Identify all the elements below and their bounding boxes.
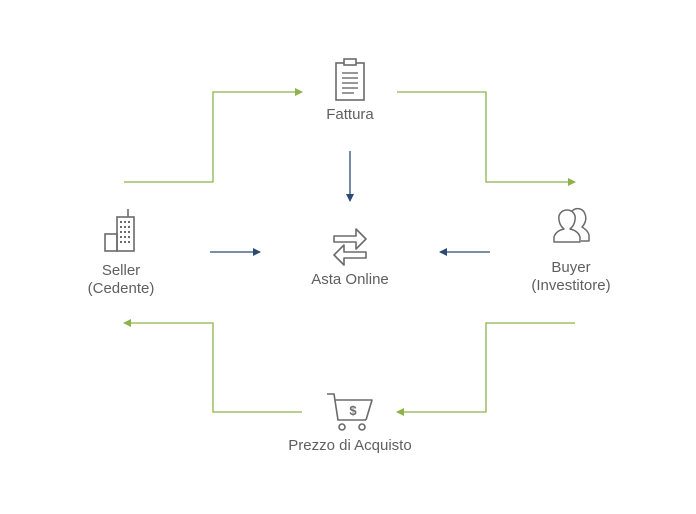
clipboard-icon (335, 58, 365, 101)
buyer-label-line2: (Investitore) (531, 277, 611, 294)
building-icon (104, 209, 135, 252)
node-label-seller: Seller (Cedente) (71, 262, 171, 298)
cart-dollar-icon: $ (327, 393, 373, 431)
seller-label-line2: (Cedente) (87, 280, 155, 297)
buyer-label-line1: Buyer (551, 259, 591, 276)
edge-buyer-to-prezzo (396, 322, 575, 416)
users-icon (553, 207, 590, 243)
node-label-buyer: Buyer (Investitore) (511, 259, 631, 295)
node-label-asta-online: Asta Online (311, 271, 389, 288)
edge-fattura-to-buyer (397, 91, 576, 186)
edge-seller-to-fattura (124, 88, 303, 183)
node-label-prezzo-di-acquisto: Prezzo di Acquisto (288, 437, 412, 454)
edge-prezzo-to-seller (123, 319, 302, 413)
seller-label-line1: Seller (101, 262, 141, 279)
node-label-fattura: Fattura (326, 106, 374, 123)
exchange-arrows-icon (333, 228, 367, 266)
svg-text:$: $ (349, 403, 357, 418)
